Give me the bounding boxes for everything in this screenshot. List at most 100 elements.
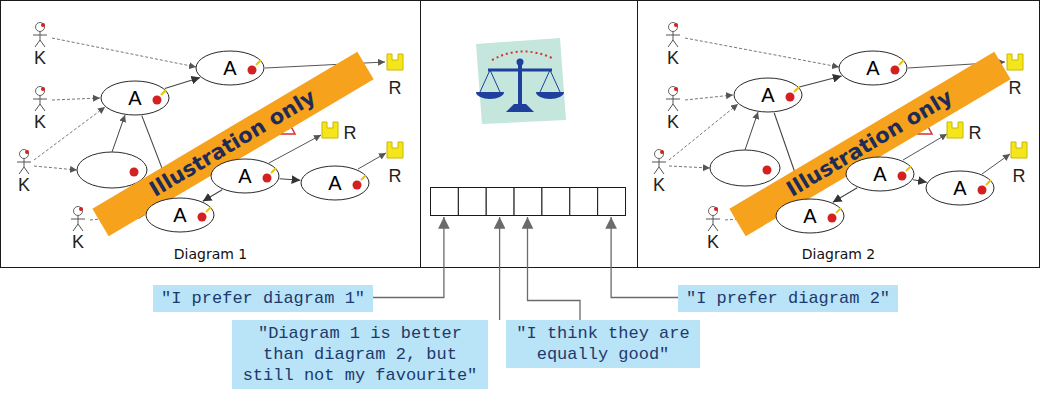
resource-link	[269, 135, 321, 163]
status-tick	[899, 60, 904, 65]
activity-letter: A	[866, 58, 879, 78]
status-tick	[906, 166, 911, 171]
status-tick	[794, 87, 799, 92]
connector-arrow	[913, 180, 927, 182]
actor-body	[666, 96, 680, 112]
activity-ellipse: A	[925, 170, 995, 206]
status-dot	[714, 207, 718, 211]
actor-link	[685, 38, 839, 67]
connector-arrow	[165, 77, 200, 88]
flow-arrow	[745, 112, 758, 150]
resource-link	[358, 153, 386, 169]
actor-figure	[33, 87, 47, 112]
preference-callout: "I think they are equally good"	[506, 320, 700, 368]
activity-letter: A	[328, 173, 341, 193]
activity-ellipse: A	[845, 156, 915, 192]
rating-cell	[431, 188, 459, 216]
activity-ellipse: A	[100, 80, 170, 116]
preference-callout: "I prefer diagram 2"	[678, 285, 898, 312]
ellipse-shape	[776, 199, 844, 233]
status-dot	[41, 87, 45, 91]
status-dot	[263, 174, 272, 183]
status-dot	[153, 96, 162, 105]
scale-base	[506, 104, 534, 112]
callout-text: "I prefer diagram 1"	[161, 288, 365, 309]
actor-body	[652, 159, 666, 175]
activity-ellipse: A	[733, 77, 803, 113]
rating-cell	[514, 188, 542, 216]
actor-head	[655, 150, 664, 159]
status-tick	[206, 207, 211, 212]
status-dot	[198, 213, 207, 222]
callout-text: "I think they are equally good"	[514, 323, 692, 365]
resource-label: R	[389, 79, 402, 97]
rating-cell	[570, 188, 598, 216]
preference-callout: "I prefer diagram 1"	[153, 285, 373, 312]
scale-strings	[540, 70, 560, 92]
resource-icon	[387, 54, 403, 70]
activity-letter: A	[873, 164, 886, 184]
balance-icon	[476, 38, 566, 124]
scale-beam	[488, 69, 552, 72]
status-tick	[986, 180, 991, 185]
resource-link	[982, 154, 1010, 174]
status-dot	[898, 172, 907, 181]
status-tick	[271, 168, 276, 173]
activity-ellipse: A	[210, 158, 280, 194]
actor-link	[52, 98, 100, 100]
leader-line	[499, 217, 500, 320]
status-tick	[361, 175, 366, 180]
status-tick	[256, 60, 261, 65]
activity-letter: A	[173, 205, 186, 225]
connector-arrow	[280, 179, 301, 181]
activity-letter: A	[953, 178, 966, 198]
rating-cell	[542, 188, 570, 216]
actor-figure	[666, 23, 680, 48]
actor-link	[34, 166, 77, 170]
actor-link	[685, 95, 733, 100]
resource-label: R	[344, 124, 357, 142]
resource-label: R	[969, 124, 982, 142]
actor-body	[71, 216, 85, 232]
resource-icon	[1011, 142, 1027, 158]
scale-panel	[421, 1, 638, 268]
status-dot	[248, 66, 257, 75]
leader-line	[611, 217, 679, 298]
resource-label: R	[1013, 167, 1026, 185]
resource-icon	[947, 122, 963, 138]
actor-label: K	[18, 176, 30, 194]
actor-figure	[706, 207, 720, 232]
leader-line	[528, 217, 581, 321]
actor-figure	[17, 150, 31, 175]
actor-link	[669, 166, 710, 168]
actor-label: K	[34, 113, 46, 131]
ellipse-shape	[196, 51, 264, 85]
actor-head	[669, 87, 678, 96]
scale-knob	[517, 59, 524, 66]
rating-scale	[431, 188, 626, 216]
panel-caption: Diagram 2	[638, 246, 1039, 262]
status-dot	[891, 66, 900, 75]
connector-arrow	[203, 190, 222, 202]
illustration-one	[17, 23, 403, 232]
actor-head	[36, 23, 45, 32]
ellipse-shape	[926, 171, 994, 205]
tilt-arc	[492, 51, 552, 60]
ellipse-shape	[839, 51, 907, 85]
activity-ellipse: A	[195, 50, 265, 86]
scale-strings	[480, 70, 500, 92]
activity-ellipse: A	[145, 197, 215, 233]
actor-figure	[33, 23, 47, 48]
activity-letter: A	[223, 58, 236, 78]
status-dot	[674, 23, 678, 27]
actor-label: K	[667, 49, 679, 67]
actor-link	[669, 104, 738, 160]
scale-pan	[536, 92, 564, 99]
activity-letter: A	[128, 88, 141, 108]
status-dot	[41, 23, 45, 27]
leader-line	[365, 217, 444, 298]
actor-body	[17, 159, 31, 175]
actor-link	[52, 38, 196, 67]
status-dot	[25, 150, 29, 154]
actor-link	[34, 107, 105, 160]
